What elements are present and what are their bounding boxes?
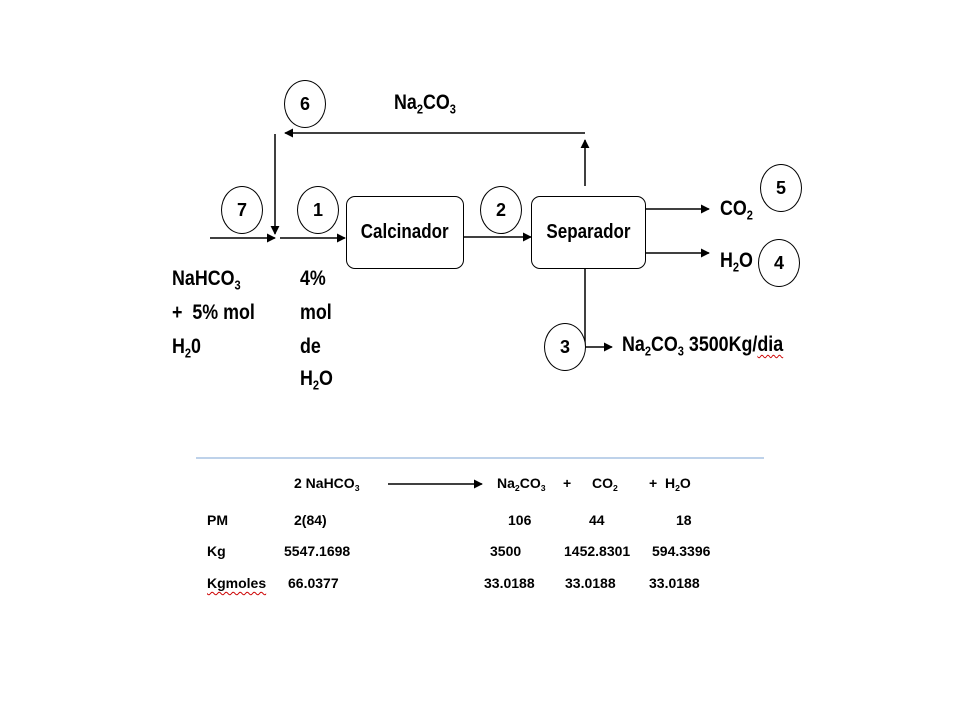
stream-circle-7: 7 bbox=[221, 186, 263, 234]
cell-kgmoles-h2o: 33.0188 bbox=[649, 575, 700, 591]
row-label-pm: PM bbox=[207, 512, 228, 528]
co2-output-label: CO2 bbox=[720, 197, 753, 223]
feed-line-3: H20 bbox=[172, 335, 201, 361]
cell-kg-co2: 1452.8301 bbox=[564, 543, 631, 559]
stream-circle-2: 2 bbox=[480, 186, 522, 234]
inlet-line-4: H2O bbox=[300, 367, 333, 393]
separator-block: Separador bbox=[531, 196, 646, 269]
cell-pm-reactant: 2(84) bbox=[294, 512, 327, 528]
inlet-line-1: 4% bbox=[300, 267, 326, 290]
cell-kg-na2co3: 3500 bbox=[490, 543, 522, 559]
stream-circle-5: 5 bbox=[760, 164, 802, 212]
plus-sign: + bbox=[563, 475, 572, 491]
cell-kgmoles-reactant: 66.0377 bbox=[288, 575, 339, 591]
calciner-block: Calcinador bbox=[346, 196, 464, 269]
row-label-kg: Kg bbox=[207, 543, 226, 559]
inlet-line-2: mol bbox=[300, 301, 332, 324]
product-output-label: Na2CO3 3500Kg/dia bbox=[622, 333, 784, 359]
cell-kgmoles-co2: 33.0188 bbox=[565, 575, 616, 591]
cell-pm-h2o: 18 bbox=[676, 512, 692, 528]
row-label-kgmoles: Kgmoles bbox=[207, 575, 267, 591]
h2o-output-label: H2O bbox=[720, 249, 753, 275]
stream-circle-6: 6 bbox=[284, 80, 326, 128]
product-h2o-label: + H2O bbox=[649, 475, 691, 494]
stream-circle-4: 4 bbox=[758, 239, 800, 287]
product-co2-label: CO2 bbox=[592, 475, 618, 494]
cell-pm-na2co3: 106 bbox=[508, 512, 532, 528]
inlet-line-3: de bbox=[300, 335, 321, 358]
cell-kg-h2o: 594.3396 bbox=[652, 543, 711, 559]
recycle-label: Na2CO3 bbox=[394, 91, 456, 117]
feed-line-1: NaHCO3 bbox=[172, 267, 241, 293]
reactant-label: 2 NaHCO3 bbox=[294, 475, 360, 494]
cell-pm-co2: 44 bbox=[589, 512, 605, 528]
cell-kg-reactant: 5547.1698 bbox=[284, 543, 351, 559]
feed-line-2: + 5% mol bbox=[172, 301, 255, 324]
cell-kgmoles-na2co3: 33.0188 bbox=[484, 575, 535, 591]
stream-circle-3: 3 bbox=[544, 323, 586, 371]
product-na2co3-label: Na2CO3 bbox=[497, 475, 546, 494]
stream-circle-1: 1 bbox=[297, 186, 339, 234]
